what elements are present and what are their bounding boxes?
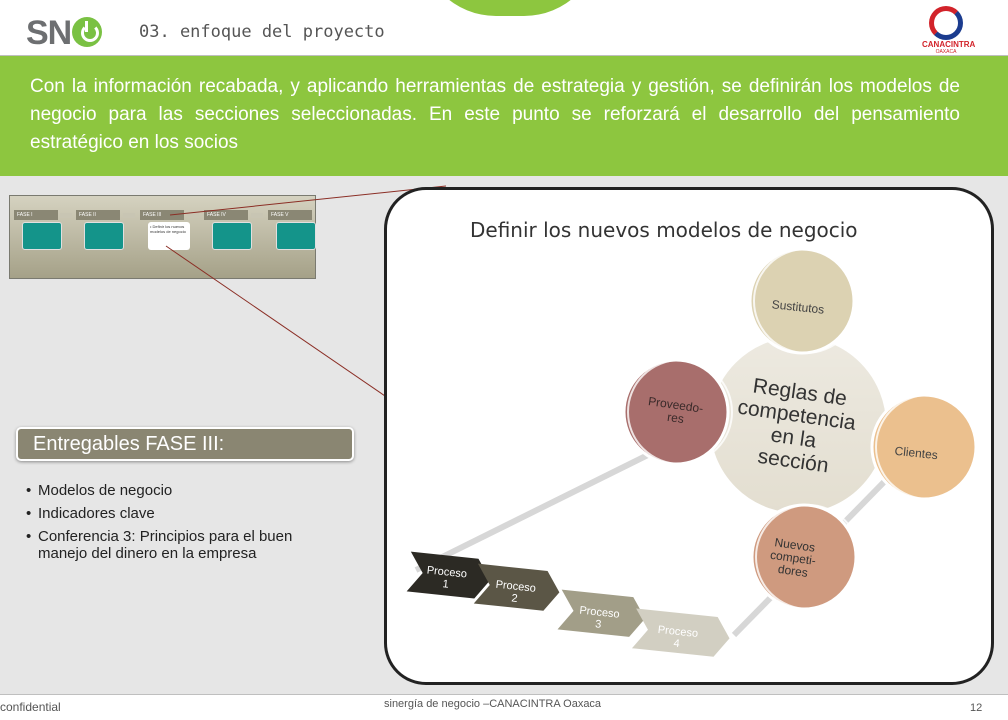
gear-icon xyxy=(929,6,963,40)
intro-text: Con la información recabada, y aplicando… xyxy=(30,76,960,153)
process-1-chevron xyxy=(406,551,491,599)
center-label: Reglas de competencia en la sección xyxy=(730,373,867,481)
sno-logo: SN xyxy=(26,14,103,53)
process-2-chevron xyxy=(473,563,560,611)
partner-logo-text: CANACINTRA xyxy=(922,40,976,49)
phase-label: FASE I xyxy=(14,210,58,220)
panel-title: Definir los nuevos modelos de negocio xyxy=(470,218,858,242)
connector-path xyxy=(414,439,676,573)
center-circle-shine xyxy=(708,335,888,515)
page-title: 03. enfoque del proyecto xyxy=(139,22,385,42)
phase-box xyxy=(276,222,316,250)
list-item: Indicadores clave xyxy=(24,505,324,522)
phase-label: FASE V xyxy=(268,210,312,220)
phase-note: • Definir los nuevos modelos de negocio xyxy=(148,222,190,250)
connector-line xyxy=(165,245,389,399)
process-2-label: Proceso2 xyxy=(494,579,537,607)
process-3-chevron xyxy=(557,589,646,637)
intro-banner xyxy=(0,56,1008,176)
list-item: Modelos de negocio xyxy=(24,482,324,499)
deliverables-list: Modelos de negocio Indicadores clave Con… xyxy=(24,482,324,568)
connector-line xyxy=(169,185,447,216)
phase-box xyxy=(84,222,124,250)
arrow-icon xyxy=(60,213,72,218)
power-icon xyxy=(72,17,103,47)
phase-label: FASE IV xyxy=(204,210,248,220)
canacintra-logo: CANACINTRA OAXACA xyxy=(922,6,976,55)
phase-label: FASE II xyxy=(76,210,120,220)
arrow-icon xyxy=(251,213,263,218)
process-3-label: Proceso3 xyxy=(578,605,621,633)
list-item: Conferencia 3: Principios para el buen m… xyxy=(24,528,324,562)
clients-label: Clientes xyxy=(894,444,939,462)
logo-text: SN xyxy=(26,14,72,52)
deliverables-title: Entregables FASE III: xyxy=(33,433,225,455)
header-divider xyxy=(0,55,1008,56)
footer-divider xyxy=(0,694,1008,695)
five-forces-diagram: Proceso1 Proceso2 Proceso3 Proceso4 Regl… xyxy=(406,247,981,657)
substitutes-label: Sustitutos xyxy=(771,297,825,316)
process-4-chevron xyxy=(631,608,730,657)
partner-logo-subtext: OAXACA xyxy=(935,49,957,55)
page-number: 12 xyxy=(970,702,983,714)
phase-overview-thumbnail: FASE I FASE II FASE III FASE IV FASE V •… xyxy=(9,195,316,279)
footer-caption: sinergía de negocio –CANACINTRA Oaxaca xyxy=(384,698,602,710)
footer-confidential: confidential xyxy=(0,700,61,714)
phase-box xyxy=(22,222,62,250)
process-1-label: Proceso1 xyxy=(425,564,468,592)
arrow-icon xyxy=(123,213,135,218)
phase-box xyxy=(212,222,252,250)
phase-label: FASE III xyxy=(140,210,184,220)
process-4-label: Proceso4 xyxy=(656,624,699,652)
new-competitors-label: Nuevos competi- dores xyxy=(767,535,821,581)
arrow-icon xyxy=(187,213,199,218)
deliverables-header-box xyxy=(16,427,354,461)
